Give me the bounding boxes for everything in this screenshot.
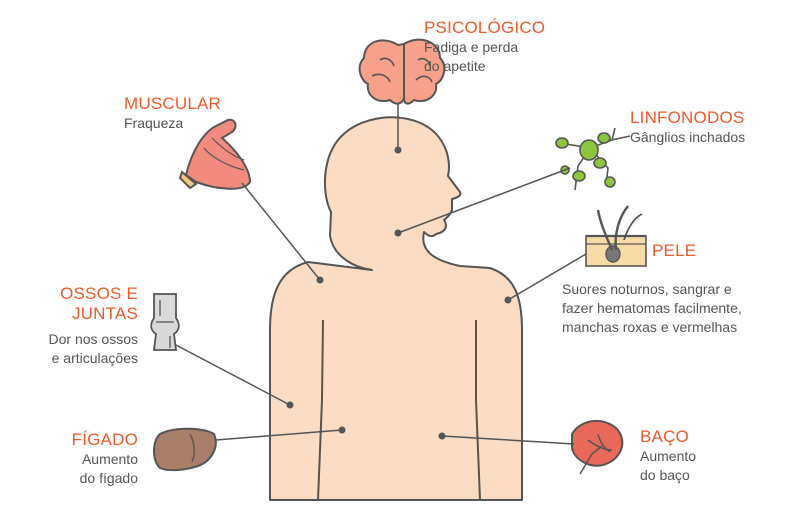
label-pele-title: PELE	[652, 241, 696, 261]
pele-title: PELE	[652, 241, 697, 260]
point-figado	[338, 426, 346, 434]
label-baco: BAÇO Aumento do baço	[640, 427, 696, 485]
label-linfonodos: LINFONODOS Gânglios inchados	[630, 108, 745, 147]
pele-desc-3: manchas roxas e vermelhas	[562, 319, 738, 335]
skin-hair-icon	[585, 205, 647, 267]
liver-icon	[153, 427, 217, 472]
point-psicologico	[394, 146, 402, 154]
linfonodos-title: LINFONODOS	[630, 108, 745, 127]
point-baco	[438, 432, 446, 440]
linfonodos-desc: Gânglios inchados	[630, 129, 746, 145]
bone-joint-icon	[150, 293, 180, 351]
muscular-title: MUSCULAR	[124, 94, 222, 113]
point-pele	[504, 296, 512, 304]
left-arm-line	[317, 319, 324, 501]
label-psicologico: PSICOLÓGICO Fadiga e perda do apetite	[424, 18, 545, 76]
psicologico-desc-1: Fadiga e perda	[424, 39, 519, 55]
label-ossos: OSSOS E JUNTAS Dor nos ossos e articulaç…	[20, 284, 138, 368]
psicologico-desc-2: do apetite	[424, 58, 486, 74]
baco-desc-1: Aumento	[640, 448, 697, 464]
right-arm-line	[475, 320, 481, 501]
connector-baco	[441, 435, 575, 445]
baco-title: BAÇO	[640, 427, 689, 446]
muscle-arm-icon	[178, 118, 252, 190]
connector-figado	[215, 429, 343, 441]
ossos-title-2: JUNTAS	[71, 304, 138, 323]
point-muscular	[316, 276, 324, 284]
connector-linfonodos	[397, 167, 571, 234]
human-body-silhouette	[269, 116, 523, 501]
figado-desc-1: Aumento	[81, 451, 138, 467]
spleen-icon	[571, 419, 624, 475]
point-ossos	[286, 401, 294, 409]
lymph-nodes-icon	[555, 127, 631, 191]
figado-desc-2: do fígado	[79, 470, 138, 486]
connector-muscular	[241, 182, 321, 281]
connector-ossos	[175, 344, 291, 406]
label-pele-desc: Suores noturnos, sangrar e fazer hematom…	[562, 280, 768, 337]
pele-desc-1: Suores noturnos, sangrar e	[562, 281, 732, 297]
ossos-title-1: OSSOS E	[60, 284, 138, 303]
label-figado: FÍGADO Aumento do fígado	[40, 430, 138, 488]
figado-title: FÍGADO	[71, 430, 138, 449]
ossos-desc-2: e articulações	[51, 350, 138, 366]
baco-desc-2: do baço	[640, 467, 690, 483]
point-linfonodos	[394, 229, 402, 237]
pele-desc-2: fazer hematomas facilmente,	[562, 300, 742, 316]
ossos-desc-1: Dor nos ossos	[48, 331, 138, 347]
psicologico-title: PSICOLÓGICO	[424, 18, 546, 37]
connector-pele	[507, 253, 587, 301]
muscular-desc: Fraqueza	[124, 115, 184, 131]
brain-icon	[358, 38, 446, 105]
label-muscular: MUSCULAR Fraqueza	[124, 94, 221, 133]
